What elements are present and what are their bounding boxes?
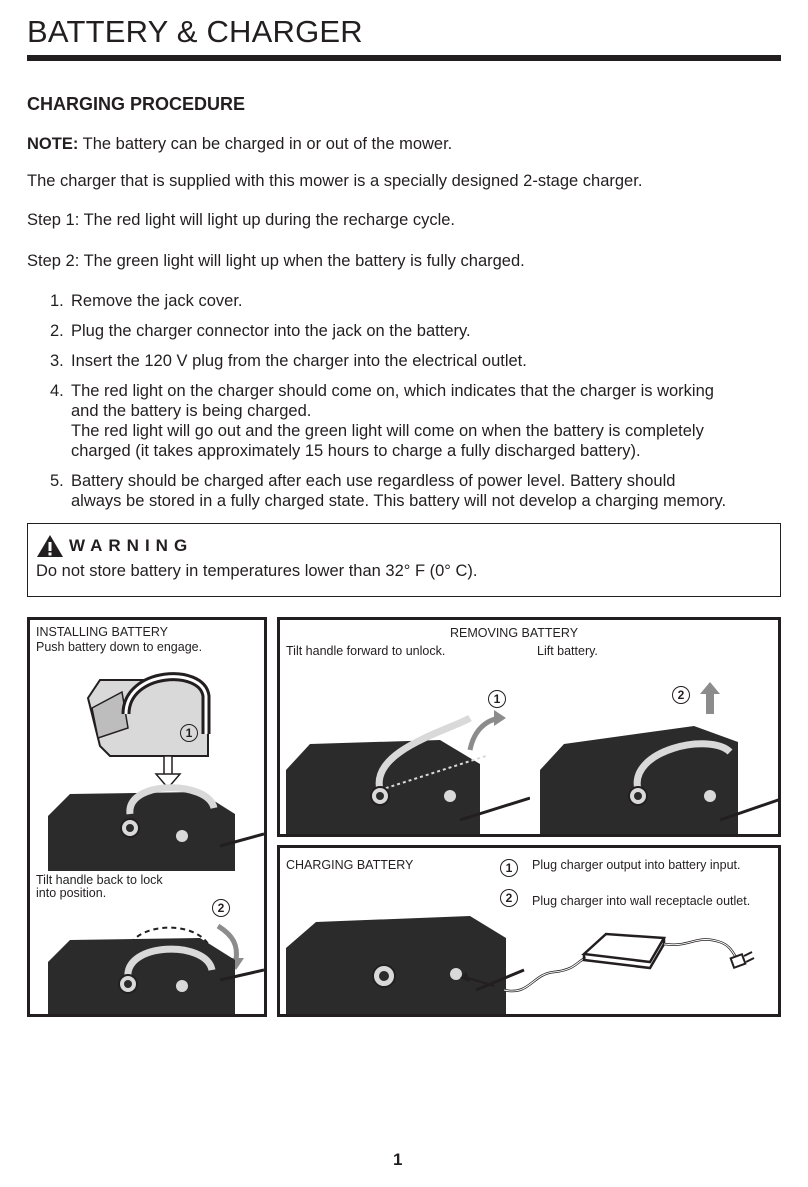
procedure-step: 4. The red light on the charger should c… (50, 381, 790, 461)
step-text: The red light on the charger should come… (71, 382, 714, 400)
step-text: and the battery is being charged. (71, 402, 312, 420)
removing-caption-2: Lift battery. (537, 644, 598, 658)
charge-marker-1: 1 (500, 859, 518, 877)
warning-text: Do not store battery in temperatures low… (36, 562, 478, 580)
removing-battery-figure: REMOVING BATTERY Tilt handle forward to … (277, 617, 781, 837)
warning-box: WARNING Do not store battery in temperat… (27, 523, 781, 597)
procedure-step: 1. Remove the jack cover. (50, 291, 790, 311)
warning-triangle-icon (37, 535, 63, 557)
step-text: charged (it takes approximately 15 hours… (71, 442, 641, 460)
install-marker-1: 1 (180, 724, 198, 742)
installing-caption-1: Push battery down to engage. (36, 640, 203, 654)
procedure-step: 5. Battery should be charged after each … (50, 471, 790, 511)
installing-title: INSTALLING BATTERY (36, 625, 168, 639)
remove-step-2-illustration (540, 682, 778, 834)
step-number: 4. (50, 382, 64, 400)
step-text: The red light will go out and the green … (71, 422, 704, 440)
removing-title: REMOVING BATTERY (450, 626, 579, 640)
step-number: 1. (50, 292, 64, 310)
page-title: BATTERY & CHARGER (27, 14, 363, 49)
remove-marker-2: 2 (672, 686, 690, 704)
step-text: Plug the charger connector into the jack… (71, 322, 471, 340)
procedure-steps: 1. Remove the jack cover. 2. Plug the ch… (50, 291, 790, 521)
step-text: Battery should be charged after each use… (71, 472, 676, 490)
title-rule (27, 55, 781, 61)
stage-step-2: Step 2: The green light will light up wh… (27, 252, 525, 270)
note-paragraph: NOTE: The battery can be charged in or o… (27, 134, 452, 154)
step-number: 5. (50, 472, 64, 490)
note-label: NOTE: (27, 135, 79, 153)
step-text: Remove the jack cover. (71, 292, 243, 310)
install-step-2-illustration (48, 923, 264, 1014)
charger-paragraph: The charger that is supplied with this m… (27, 172, 643, 190)
install-step-1-illustration (48, 672, 264, 871)
charging-battery-figure: CHARGING BATTERY 1 Plug charger output i… (277, 845, 781, 1017)
installing-caption-2a: Tilt handle back to lock (36, 873, 163, 887)
step-number: 3. (50, 352, 64, 370)
warning-header: WARNING (36, 534, 193, 558)
step-text: Insert the 120 V plug from the charger i… (71, 352, 527, 370)
procedure-step: 3. Insert the 120 V plug from the charge… (50, 351, 790, 371)
remove-marker-1: 1 (488, 690, 506, 708)
stage-step-1: Step 1: The red light will light up duri… (27, 211, 456, 229)
step-number: 2. (50, 322, 64, 340)
charge-illustration (286, 916, 755, 1014)
install-marker-2: 2 (212, 899, 230, 917)
note-text: The battery can be charged in or out of … (78, 135, 453, 153)
warning-label: WARNING (69, 536, 194, 555)
step-text: always be stored in a fully charged stat… (71, 492, 727, 510)
charge-marker-2: 2 (500, 889, 518, 907)
installing-caption-2b: into position. (36, 886, 107, 900)
section-heading: CHARGING PROCEDURE (27, 94, 246, 114)
charging-step-1: Plug charger output into battery input. (532, 858, 741, 872)
charging-title: CHARGING BATTERY (286, 858, 414, 872)
charging-step-2: Plug charger into wall receptacle outlet… (532, 894, 751, 908)
procedure-step: 2. Plug the charger connector into the j… (50, 321, 790, 341)
remove-step-1-illustration (286, 710, 530, 834)
installing-battery-figure: INSTALLING BATTERY Push battery down to … (27, 617, 267, 1017)
page-number: 1 (393, 1150, 403, 1169)
removing-caption-1: Tilt handle forward to unlock. (286, 644, 446, 658)
